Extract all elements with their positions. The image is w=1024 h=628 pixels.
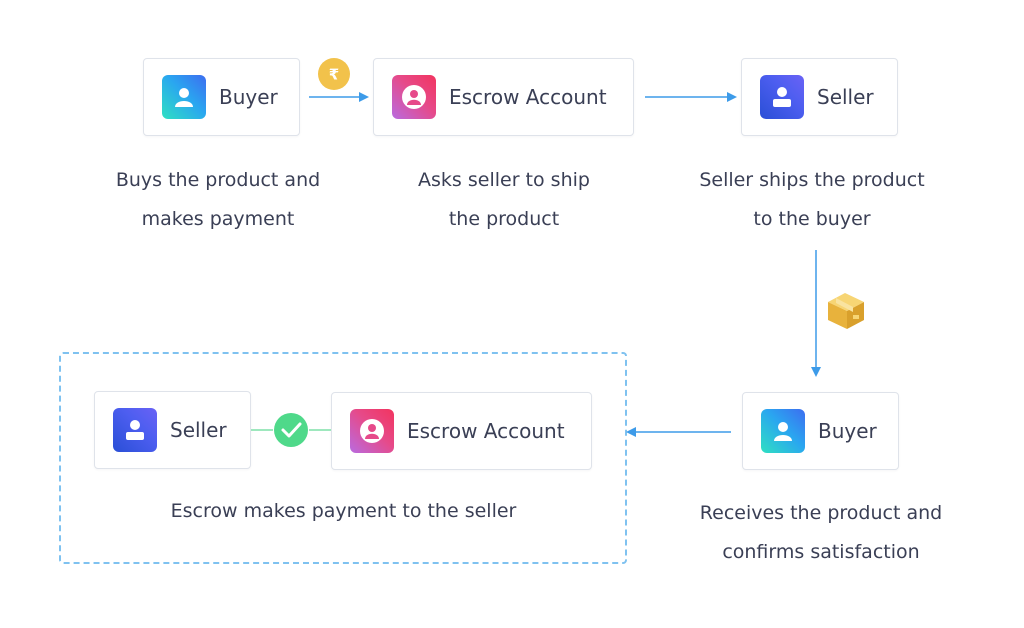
buyer-receive-node: Buyer bbox=[742, 392, 899, 470]
buyer-icon bbox=[761, 409, 805, 453]
seller-icon bbox=[760, 75, 804, 119]
receive-caption: Receives the product and confirms satisf… bbox=[676, 494, 966, 572]
receive-caption-line-2: confirms satisfaction bbox=[722, 541, 920, 563]
seller-payout-node: Seller bbox=[94, 391, 251, 469]
rupee-coin-symbol: ₹ bbox=[329, 66, 339, 84]
payout-caption-text: Escrow makes payment to the seller bbox=[170, 500, 517, 522]
escrow-payout-node-label: Escrow Account bbox=[407, 419, 565, 443]
rupee-coin-icon: ₹ bbox=[318, 58, 350, 90]
buy-caption-line-1: Buys the product and bbox=[115, 169, 321, 191]
seller-node: Seller bbox=[741, 58, 898, 136]
seller-icon bbox=[113, 408, 157, 452]
escrow-account-node-label: Escrow Account bbox=[449, 85, 607, 109]
buyer-receive-node-label: Buyer bbox=[818, 419, 877, 443]
seller-node-label: Seller bbox=[817, 85, 874, 109]
payout-caption: Escrow makes payment to the seller bbox=[95, 492, 592, 531]
receive-caption-line-1: Receives the product and bbox=[699, 502, 943, 524]
escrow-account-icon bbox=[350, 409, 394, 453]
ship-caption-line-2: to the buyer bbox=[753, 208, 871, 230]
seller-payout-node-label: Seller bbox=[170, 418, 227, 442]
buyer-icon bbox=[162, 75, 206, 119]
escrow-request-caption-line-2: the product bbox=[448, 208, 560, 230]
ship-caption: Seller ships the product to the buyer bbox=[672, 161, 952, 239]
escrow-account-icon bbox=[392, 75, 436, 119]
ship-caption-line-1: Seller ships the product bbox=[699, 169, 925, 191]
buy-caption: Buys the product and makes payment bbox=[88, 161, 348, 239]
escrow-account-node: Escrow Account bbox=[373, 58, 634, 136]
check-circle-icon bbox=[274, 413, 308, 447]
buyer-node-label: Buyer bbox=[219, 85, 278, 109]
buy-caption-line-2: makes payment bbox=[141, 208, 295, 230]
payout-group bbox=[59, 352, 627, 564]
package-box-icon bbox=[828, 293, 864, 329]
escrow-request-caption-line-1: Asks seller to ship bbox=[418, 169, 590, 191]
buyer-node: Buyer bbox=[143, 58, 300, 136]
escrow-request-caption: Asks seller to ship the product bbox=[374, 161, 634, 239]
escrow-payout-node: Escrow Account bbox=[331, 392, 592, 470]
